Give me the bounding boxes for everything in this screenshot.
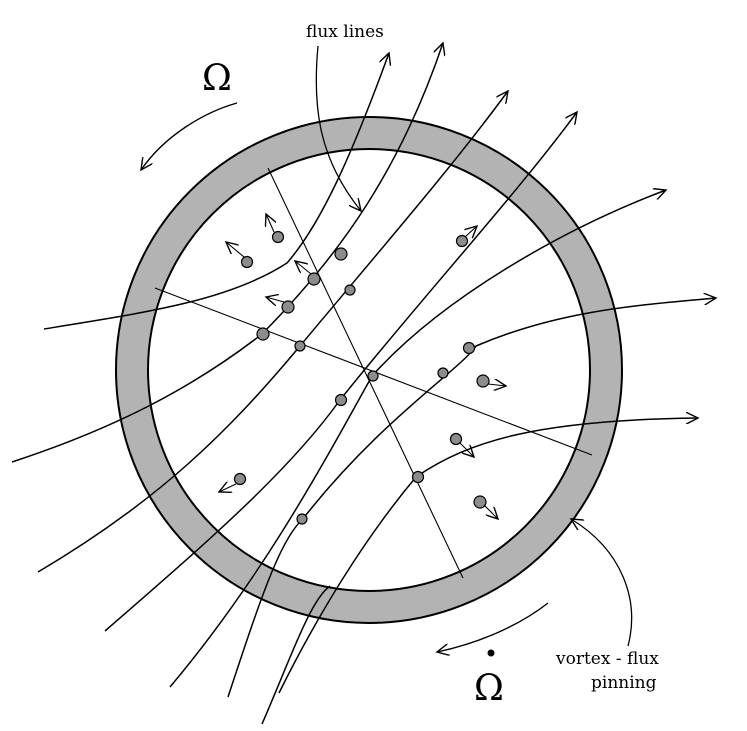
motion-arrow	[266, 297, 285, 302]
flux-label-pointer	[315, 45, 361, 211]
pinning-label: pinning	[591, 673, 657, 693]
vortex	[344, 284, 356, 296]
vortex	[294, 340, 306, 352]
rotation-arrows	[141, 102, 549, 652]
vortex	[334, 393, 348, 407]
flux-lines-label: flux lines	[306, 22, 384, 42]
rotation-arrow-top	[141, 102, 238, 170]
vortex	[437, 367, 449, 379]
flux-line	[261, 585, 331, 725]
vortex	[449, 432, 463, 446]
reference-line-a	[267, 167, 464, 579]
rotation-arrow-bottom	[437, 602, 549, 652]
motion-arrow	[487, 384, 506, 386]
vortex	[307, 272, 321, 286]
vortex	[334, 247, 348, 261]
label-pointers	[315, 45, 633, 647]
vortex-motion-arrows	[219, 214, 506, 519]
vortex	[455, 234, 469, 248]
flux-line	[43, 53, 389, 330]
motion-arrow	[295, 261, 312, 275]
motion-arrow	[465, 226, 477, 237]
motion-arrow	[459, 442, 474, 457]
omega-symbol-top: Ω	[202, 58, 232, 99]
vortex	[271, 230, 285, 244]
vortex	[296, 513, 308, 525]
vortex	[233, 472, 247, 486]
vortex	[473, 495, 487, 509]
vortex	[256, 327, 270, 341]
flux-line	[227, 298, 716, 698]
vortex	[476, 374, 490, 388]
motion-arrow	[226, 242, 245, 258]
motion-arrow	[266, 214, 274, 233]
vortex	[462, 341, 476, 355]
vortex	[281, 300, 295, 314]
vortex	[367, 370, 379, 382]
vortex	[411, 470, 425, 484]
motion-arrow	[219, 484, 237, 492]
vortex	[240, 255, 254, 269]
vortex-label-pointer	[571, 519, 633, 647]
vortex-flux-label: vortex - flux	[555, 649, 659, 669]
motion-arrow	[483, 504, 498, 519]
omega-symbol-bottom: Ω	[474, 668, 504, 709]
omega-dot	[487, 649, 495, 657]
